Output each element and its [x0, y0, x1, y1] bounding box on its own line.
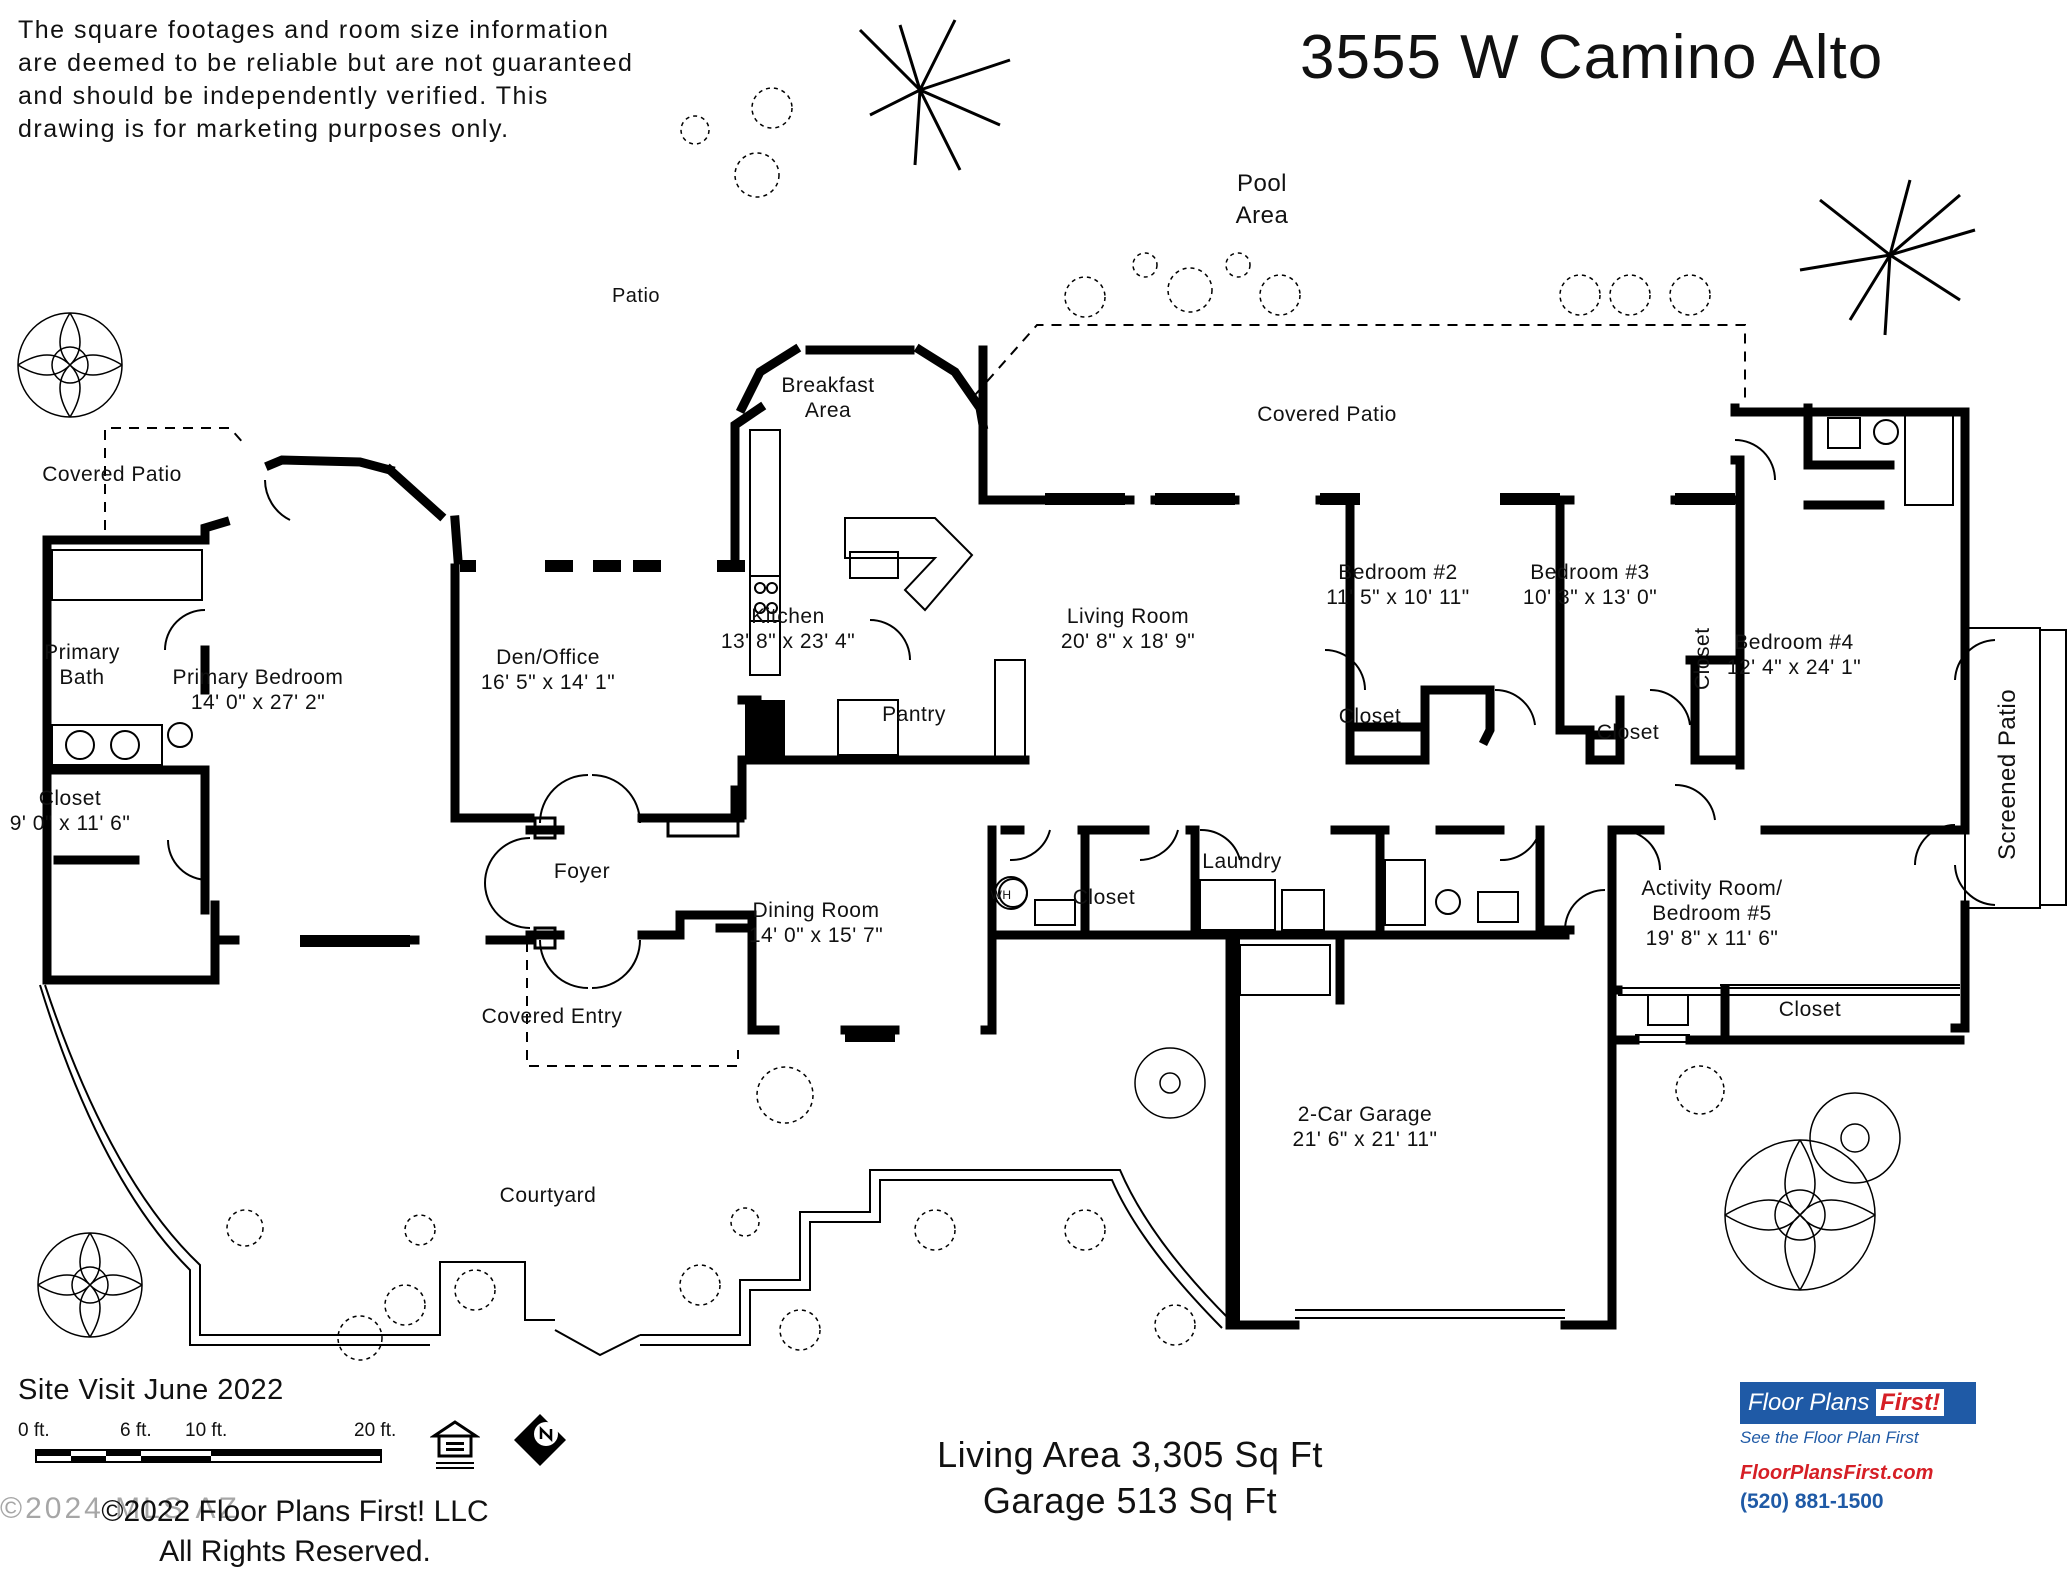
covered-entry-outline [526, 942, 739, 1067]
label-closet-primary: Closet 9' 0" x 11' 6" [10, 786, 131, 836]
label-line: Pool [1236, 170, 1288, 197]
landscape-trees [17, 19, 1976, 1361]
label-line: Bedroom #5 [1652, 902, 1772, 925]
label-line: Area [804, 399, 852, 422]
label-line: Living Room [1066, 605, 1190, 628]
label-closet-bedroom-2: Closet [1338, 705, 1402, 728]
area-summary: Living Area 3,305 Sq Ft Garage 513 Sq Ft [900, 1432, 1360, 1524]
disclaimer-line: The square footages and room size inform… [18, 16, 610, 44]
screened-patio-frame [2039, 629, 2067, 906]
disclaimer-line: are deemed to be reliable but are not gu… [18, 49, 634, 77]
label-primary-bedroom: Primary Bedroom 14' 0" x 27' 2" [173, 665, 344, 715]
label-line: Den/Office [496, 646, 600, 669]
label-dining-room: Dining Room 14' 0" x 15' 7" [749, 898, 883, 948]
brand-block: Floor Plans First! See the Floor Plan Fi… [1740, 1382, 1990, 1532]
label-activity-room: Activity Room/ Bedroom #5 19' 8" x 11' 6… [1641, 876, 1782, 951]
label-line: Bedroom #4 [1734, 631, 1854, 654]
label-line: Bath [59, 666, 105, 689]
label-line: 10' 3" x 13' 0" [1522, 586, 1658, 609]
label-line: 12' 4" x 24' 1" [1726, 656, 1862, 679]
kitchen-sink [849, 551, 899, 579]
disclaimer: The square footages and room size inform… [18, 14, 658, 146]
kitchen-island [844, 517, 974, 612]
label-line: Bedroom #2 [1338, 561, 1458, 584]
label-bedroom-3: Bedroom #3 10' 3" x 13' 0" [1523, 560, 1657, 610]
thick-wall-segments [300, 493, 1735, 1325]
label-line: Bedroom #3 [1530, 561, 1650, 584]
label-pool-area: Pool Area [1236, 168, 1289, 232]
scale-tick-6: 6 ft. [120, 1420, 152, 1441]
label-line: 9' 0" x 11' 6" [9, 812, 131, 835]
label-kitchen: Kitchen 13' 8" x 23' 4" [721, 604, 855, 654]
equal-housing-opportunity-icon [430, 1420, 480, 1469]
label-breakfast-area: Breakfast Area [781, 373, 874, 423]
label-pantry: Pantry [882, 703, 946, 726]
label-line: Primary Bedroom [172, 666, 344, 689]
mls-watermark: ©2024 MLS AZ [0, 1492, 240, 1525]
label-bedroom-4: Bedroom #4 12' 4" x 24' 1" [1727, 630, 1861, 680]
garage-area-text: Garage 513 Sq Ft [982, 1480, 1278, 1521]
label-garage: 2-Car Garage 21' 6" x 21' 11" [1293, 1102, 1438, 1152]
brand-logo: Floor Plans First! [1740, 1382, 1976, 1424]
label-water-heater: WH [990, 888, 1012, 902]
scale-tick-0: 0 ft. [18, 1420, 50, 1441]
site-visit-date: Site Visit June 2022 [18, 1374, 284, 1406]
label-courtyard: Courtyard [499, 1184, 597, 1207]
disclaimer-line: and should be independently verified. Th… [18, 82, 549, 110]
label-covered-patio-west: Covered Patio [42, 463, 182, 486]
label-line: Breakfast [781, 374, 875, 397]
label-line: 13' 8" x 23' 4" [720, 630, 856, 653]
living-area-text: Living Area 3,305 Sq Ft [937, 1434, 1323, 1475]
label-line: 14' 0" x 15' 7" [748, 924, 884, 947]
courtyard-wall-east [640, 1169, 1231, 1336]
label-line: Closet [38, 787, 102, 810]
label-living-room: Living Room 20' 8" x 18' 9" [1061, 604, 1195, 654]
label-laundry: Laundry [1202, 850, 1282, 873]
north-arrow-icon [514, 1414, 566, 1466]
label-line: 2-Car Garage [1297, 1103, 1433, 1126]
label-covered-patio: Covered Patio [1257, 403, 1397, 426]
label-line: 16' 5" x 14' 1" [480, 671, 616, 694]
stove [749, 575, 1028, 910]
label-line: 21' 6" x 21' 11" [1292, 1128, 1438, 1151]
label-line: Area [1235, 202, 1289, 229]
walls [42, 343, 1970, 1330]
label-line: 14' 0" x 27' 2" [190, 691, 326, 714]
brand-name: Floor Plans [1748, 1389, 1870, 1416]
scale-tick-10: 10 ft. [185, 1420, 228, 1441]
label-line: Dining Room [752, 899, 880, 922]
label-line: Kitchen [751, 605, 825, 628]
label-patio: Patio [611, 285, 661, 307]
label-closet-bedroom-3: Closet [1596, 721, 1660, 744]
covered-patio-outline [974, 324, 1746, 402]
scale-bar [35, 1449, 382, 1463]
label-line: Primary [44, 641, 120, 664]
label-line: 11' 5" x 10' 11" [1326, 586, 1470, 609]
copyright-line: ©2022 Floor Plans First! LLC [101, 1495, 489, 1528]
label-bedroom-2: Bedroom #2 11' 5" x 10' 11" [1326, 560, 1469, 610]
label-closet-hall: Closet [1072, 886, 1136, 909]
label-closet-bedroom-3-side: Closet [1691, 627, 1714, 690]
label-screened-patio: Screened Patio [1994, 688, 2021, 860]
label-closet-activity: Closet [1778, 998, 1842, 1021]
brand-phone: (520) 881-1500 [1740, 1490, 1884, 1513]
copyright-line: All Rights Reserved. [159, 1535, 431, 1568]
label-covered-entry: Covered Entry [481, 1005, 623, 1028]
label-line: 19' 8" x 11' 6" [1645, 927, 1779, 950]
label-line: 20' 8" x 18' 9" [1060, 630, 1196, 653]
brand-url: FloorPlansFirst.com [1740, 1462, 1934, 1484]
copyright: ©2022 Floor Plans First! LLC All Rights … [0, 1492, 590, 1572]
courtyard-wall [44, 984, 555, 1336]
brand-name-accent: First! [1876, 1389, 1945, 1416]
label-primary-bath: Primary Bath [44, 640, 120, 690]
west-covered-patio-outline [104, 427, 246, 530]
property-address: 3555 W Camino Alto [1300, 23, 1884, 92]
disclaimer-line: drawing is for marketing purposes only. [18, 115, 510, 143]
label-line: Activity Room/ [1641, 877, 1783, 900]
label-den-office: Den/Office 16' 5" x 14' 1" [481, 645, 615, 695]
scale-tick-20: 20 ft. [354, 1420, 397, 1441]
brand-tagline: See the Floor Plan First [1740, 1428, 1919, 1447]
label-foyer: Foyer [553, 860, 611, 883]
